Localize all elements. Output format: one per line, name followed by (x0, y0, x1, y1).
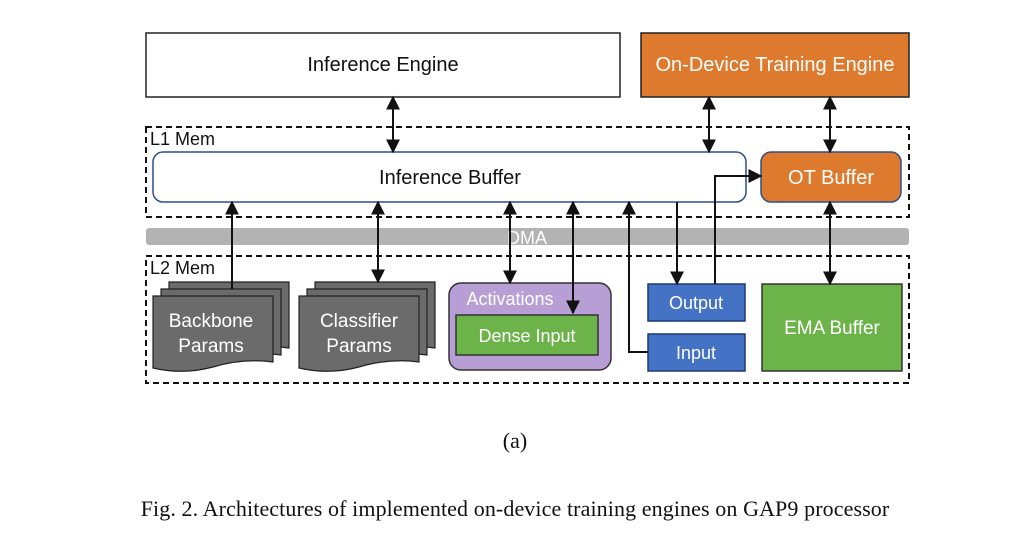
ema-buffer-block: EMA Buffer (761, 283, 903, 372)
ot-buffer-block: OT Buffer (760, 151, 902, 203)
l2-mem-label: L2 Mem (150, 258, 215, 278)
l2-memory-region: L2 Mem (145, 255, 910, 384)
output-label: Output (669, 293, 723, 313)
inference-buffer-label: Inference Buffer (379, 167, 521, 189)
dense-input-label: Dense Input (478, 326, 575, 346)
output-block: Output (647, 283, 746, 322)
backbone-label-line2: Params (178, 336, 243, 357)
inference-engine-block: Inference Engine (145, 32, 621, 98)
l1-memory-region: L1 Mem (145, 126, 910, 218)
arrow-input-to-buffer (622, 200, 648, 353)
backbone-label-line1: Backbone (169, 311, 254, 332)
training-engine-block: On-Device Training Engine (640, 32, 910, 98)
input-block: Input (647, 333, 746, 372)
input-label: Input (676, 343, 716, 363)
architecture-diagram: Inference Engine On-Device Training Engi… (145, 32, 910, 384)
training-engine-label: On-Device Training Engine (655, 54, 894, 76)
dense-input-block: Dense Input (455, 314, 599, 356)
backbone-params-stack: Backbone Params (152, 281, 290, 372)
l1-mem-label: L1 Mem (150, 129, 215, 149)
dma-bar: DMA (146, 228, 909, 248)
classifier-label-line2: Params (326, 336, 391, 357)
activations-label: Activations (466, 289, 553, 309)
inference-engine-label: Inference Engine (307, 54, 458, 76)
arrow-output-to-ot-buffer (714, 169, 763, 284)
dma-label: DMA (507, 228, 547, 248)
ot-buffer-label: OT Buffer (788, 167, 874, 189)
ema-buffer-label: EMA Buffer (784, 318, 880, 339)
classifier-params-stack: Classifier Params (298, 281, 436, 372)
inference-buffer-block: Inference Buffer (152, 151, 747, 203)
figure-caption: Fig. 2. Architectures of implemented on-… (140, 496, 890, 521)
classifier-label-line1: Classifier (320, 311, 399, 332)
sub-caption: (a) (502, 428, 528, 453)
